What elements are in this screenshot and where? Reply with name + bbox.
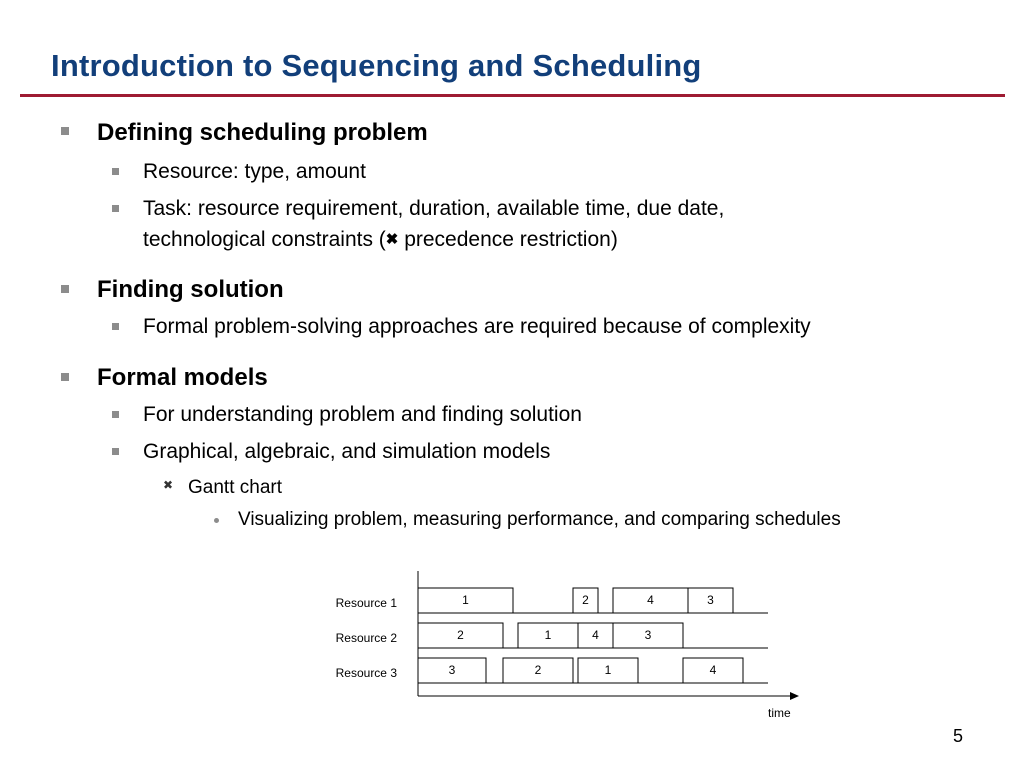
title-divider xyxy=(20,94,1005,97)
task-bar xyxy=(612,587,689,614)
bullet-finding-solution: Finding solution xyxy=(97,276,284,303)
task-label: 2 xyxy=(582,593,589,607)
task-bar xyxy=(417,657,487,684)
slide-title: Introduction to Sequencing and Schedulin… xyxy=(51,48,702,83)
square-bullet-icon xyxy=(112,411,119,418)
bullet-gantt-chart: Gantt chart xyxy=(188,477,282,498)
bullet-resource: Resource: type, amount xyxy=(143,160,366,183)
task-label: 3 xyxy=(645,628,652,642)
bullet-defining-scheduling-problem: Defining scheduling problem xyxy=(97,119,428,146)
task-bar xyxy=(517,622,579,649)
bullet-formal-approaches: Formal problem-solving approaches are re… xyxy=(143,315,811,338)
task-label: 1 xyxy=(605,663,612,677)
resource-label: Resource 2 xyxy=(336,631,398,645)
square-bullet-icon xyxy=(112,323,119,330)
bullet-visualizing: Visualizing problem, measuring performan… xyxy=(238,509,841,530)
bullet-understanding: For understanding problem and finding so… xyxy=(143,403,582,426)
task-label: 1 xyxy=(545,628,552,642)
bullet-graphical-models: Graphical, algebraic, and simulation mod… xyxy=(143,440,551,463)
x-mark-icon: ✖ xyxy=(163,478,174,492)
task-label: 3 xyxy=(449,663,456,677)
task-bar xyxy=(417,587,514,614)
task-bar xyxy=(572,587,599,614)
task-bar xyxy=(612,622,684,649)
task-label: 1 xyxy=(462,593,469,607)
bullet-task-line2-b: precedence restriction) xyxy=(398,228,618,251)
task-label: 3 xyxy=(707,593,714,607)
square-bullet-icon xyxy=(112,168,119,175)
task-label: 2 xyxy=(535,663,542,677)
square-bullet-icon xyxy=(112,448,119,455)
bullet-task-line2: technological constraints (✖ precedence … xyxy=(143,228,618,252)
bullet-task-line1: Task: resource requirement, duration, av… xyxy=(143,197,725,220)
time-axis-label: time xyxy=(768,706,791,720)
task-bar xyxy=(417,622,504,649)
task-label: 4 xyxy=(710,663,717,677)
task-label: 4 xyxy=(647,593,654,607)
task-label: 2 xyxy=(457,628,464,642)
square-bullet-icon xyxy=(112,205,119,212)
task-bar xyxy=(682,657,744,684)
task-label: 4 xyxy=(592,628,599,642)
square-bullet-icon xyxy=(61,127,69,135)
bullet-formal-models: Formal models xyxy=(97,364,268,391)
task-bar xyxy=(502,657,574,684)
task-bar xyxy=(687,587,734,614)
time-axis-arrow-icon xyxy=(790,692,799,700)
dot-bullet-icon xyxy=(214,518,219,523)
task-bar xyxy=(577,657,639,684)
resource-label: Resource 3 xyxy=(336,666,398,680)
x-mark-icon: ✖ xyxy=(385,231,399,248)
page-number: 5 xyxy=(953,726,964,746)
resource-label: Resource 1 xyxy=(336,596,398,610)
square-bullet-icon xyxy=(61,373,69,381)
square-bullet-icon xyxy=(61,285,69,293)
bullet-task-line2-a: technological constraints ( xyxy=(143,228,386,251)
